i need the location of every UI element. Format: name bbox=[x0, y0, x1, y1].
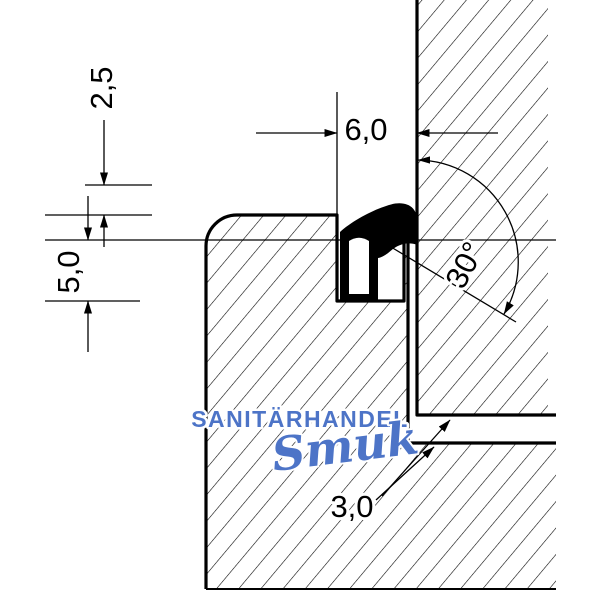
leaf-hatch-fill bbox=[417, 0, 548, 415]
frame-section bbox=[206, 215, 556, 589]
dim-label-2-5: 2,5 bbox=[84, 66, 119, 109]
door-leaf-contour bbox=[415, 0, 556, 417]
section-contours bbox=[204, 0, 556, 590]
leader-line bbox=[375, 446, 435, 501]
dimension-6-0: 6,0 bbox=[256, 112, 498, 147]
angle-arc bbox=[416, 159, 519, 315]
dim-label-3-0: 3,0 bbox=[330, 489, 373, 524]
frame-hatch-fill bbox=[206, 215, 556, 589]
seal-profile bbox=[340, 203, 418, 301]
watermark-brand: SANITÄRHANDEL bbox=[191, 406, 409, 432]
dimension-5-0: 5,0 bbox=[51, 196, 93, 352]
dim-label-6-0: 6,0 bbox=[344, 112, 387, 147]
dimension-3-0: 3,0 bbox=[327, 419, 451, 527]
dim-label-5-0: 5,0 bbox=[51, 250, 86, 293]
seal-hollow-slot bbox=[349, 237, 369, 294]
angle-reference-line bbox=[390, 246, 517, 323]
angle-arc-arrowhead bbox=[417, 156, 430, 164]
door-leaf-section bbox=[417, 0, 548, 415]
frame-contour bbox=[204, 213, 556, 589]
dimension-2-5: 2,5 bbox=[84, 66, 119, 247]
